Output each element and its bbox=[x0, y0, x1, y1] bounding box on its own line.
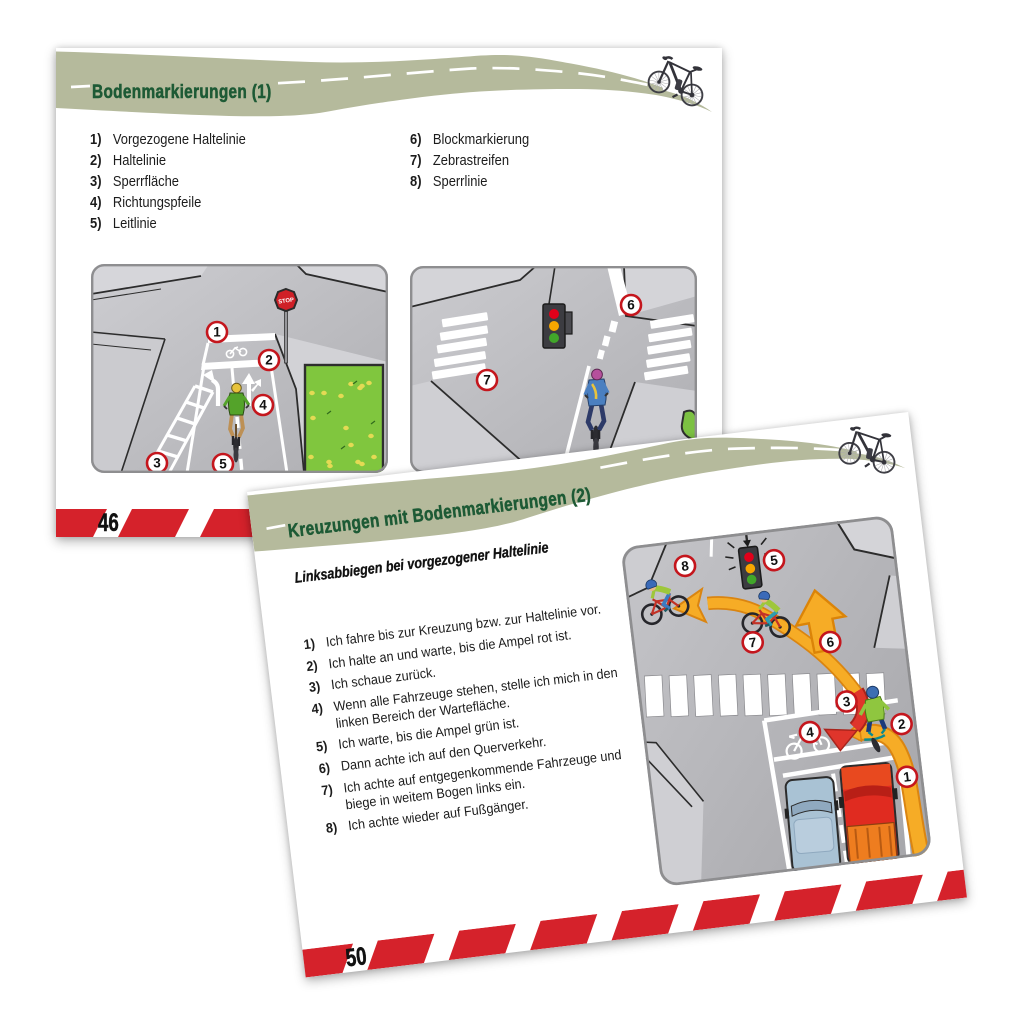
svg-text:7: 7 bbox=[483, 373, 491, 388]
svg-text:3: 3 bbox=[842, 694, 852, 710]
svg-text:3: 3 bbox=[153, 456, 161, 471]
svg-text:5: 5 bbox=[219, 457, 227, 472]
svg-text:4: 4 bbox=[805, 724, 815, 740]
svg-text:1: 1 bbox=[213, 325, 221, 340]
svg-text:2: 2 bbox=[265, 353, 273, 368]
svg-text:6: 6 bbox=[627, 298, 635, 313]
svg-text:8: 8 bbox=[680, 558, 690, 574]
svg-text:1: 1 bbox=[902, 769, 912, 785]
svg-text:2: 2 bbox=[897, 716, 906, 732]
svg-text:4: 4 bbox=[259, 398, 267, 413]
svg-text:7: 7 bbox=[748, 635, 757, 651]
svg-text:5: 5 bbox=[769, 552, 779, 568]
svg-text:6: 6 bbox=[826, 634, 836, 650]
svg-text:STOP: STOP bbox=[278, 297, 294, 305]
